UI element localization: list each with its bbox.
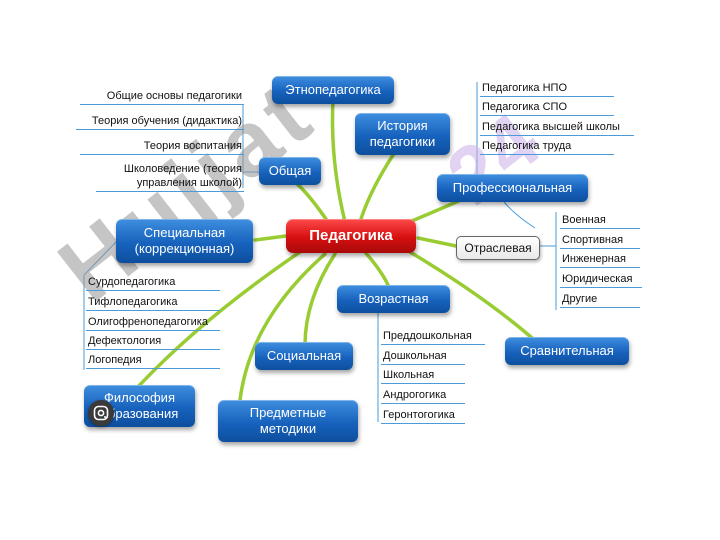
link-ethno [330, 98, 347, 224]
node-ethnopedagogy[interactable]: Этнопедагогика [272, 76, 394, 104]
node-special[interactable]: Специальная (коррекционная) [116, 219, 253, 263]
node-label: Профессиональная [452, 180, 573, 195]
branch-item: Инженерная [560, 252, 640, 268]
age-item: Преддошкольная [381, 329, 485, 345]
node-label: Педагогика [309, 227, 393, 244]
branch-item: Другие [560, 292, 640, 308]
professional-item: Педагогика СПО [480, 100, 614, 116]
age-item: Андрогогика [381, 388, 465, 404]
node-label: Этнопедагогика [285, 82, 381, 97]
age-item: Геронтогогика [381, 408, 465, 424]
node-subject-methods[interactable]: Предметные методики [218, 400, 358, 442]
node-label: Социальная [266, 348, 342, 363]
professional-item: Педагогика высшей школы [480, 120, 634, 136]
link-subject [238, 252, 327, 402]
lens-glyph-icon [93, 405, 109, 421]
special-item: Логопедия [86, 353, 220, 369]
link-philosophy [133, 250, 302, 392]
node-label: Возрастная [358, 291, 429, 306]
special-item: Сурдопедагогика [86, 275, 220, 291]
node-root-pedagogy[interactable]: Педагогика [286, 219, 416, 253]
general-item: Теория воспитания [80, 139, 244, 155]
node-philosophy[interactable]: Философия образования [84, 385, 195, 427]
link-branch [416, 236, 458, 248]
node-professional[interactable]: Профессиональная [437, 174, 588, 202]
age-item: Дошкольная [381, 349, 465, 365]
general-item: Общие основы педагогики [80, 89, 244, 105]
general-item: Школоведение (теория управления школой) [96, 162, 244, 192]
node-history[interactable]: История педагогики [355, 113, 450, 155]
node-comparative[interactable]: Сравнительная [505, 337, 629, 365]
link-special [253, 234, 288, 242]
node-label: Философия образования [100, 390, 179, 421]
general-item: Теория обучения (дидактика) [76, 114, 244, 130]
branch-item: Спортивная [560, 233, 640, 249]
special-item: Тифлопедагогика [86, 295, 220, 311]
branch-item: Военная [560, 213, 640, 229]
node-general[interactable]: Общая [259, 157, 321, 185]
node-label: Отраслевая [464, 241, 532, 255]
node-label: Общая [268, 163, 312, 178]
node-age[interactable]: Возрастная [337, 285, 450, 313]
branch-item: Юридическая [560, 272, 642, 288]
node-label: Предметные методики [249, 405, 327, 436]
node-branch[interactable]: Отраслевая [456, 236, 540, 260]
special-item: Дефектология [86, 334, 220, 350]
professional-item: Педагогика труда [480, 139, 614, 155]
link-comparative [408, 250, 542, 347]
google-lens-icon[interactable] [88, 400, 114, 426]
link-history [358, 150, 397, 224]
node-label: Специальная (коррекционная) [134, 225, 235, 256]
professional-item: Педагогика НПО [480, 81, 614, 97]
node-label: Сравнительная [520, 343, 614, 358]
node-social[interactable]: Социальная [255, 342, 353, 370]
node-label: История педагогики [369, 118, 436, 149]
age-item: Школьная [381, 368, 465, 384]
link-social [303, 252, 337, 347]
special-item: Олигофренопедагогика [86, 315, 220, 331]
